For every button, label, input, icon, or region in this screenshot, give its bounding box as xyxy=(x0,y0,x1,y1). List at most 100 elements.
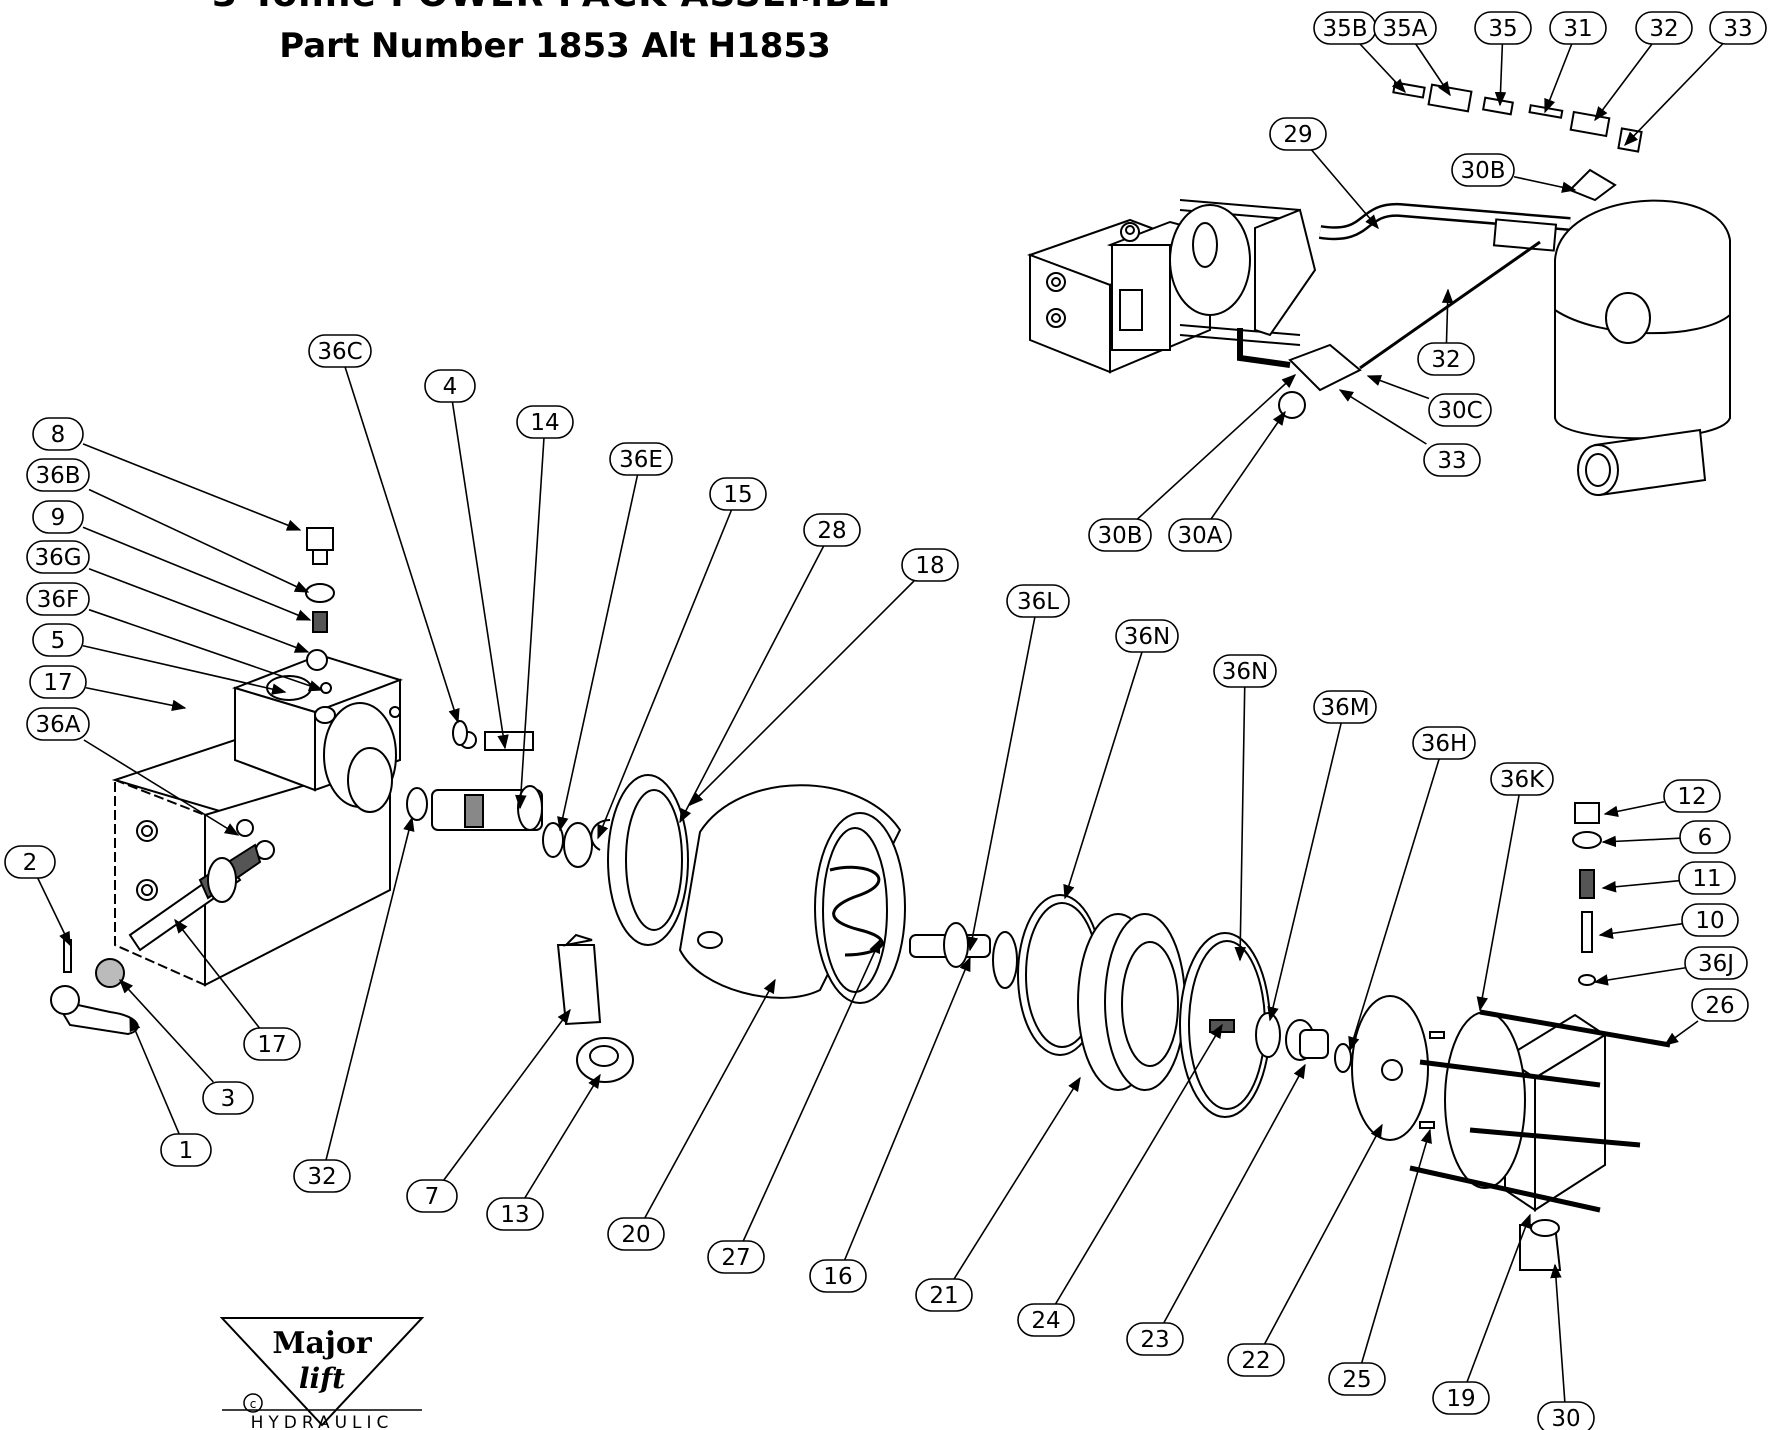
callout-outline xyxy=(809,1259,867,1293)
callout-outline xyxy=(1227,1343,1285,1377)
diagram-title: 3 Tonne POWER PACK ASSEMBLY xyxy=(0,0,1110,15)
callout-bubble: 27 xyxy=(707,1240,765,1274)
callout-label: 29 xyxy=(1283,122,1312,148)
leader-line xyxy=(1476,794,1520,1012)
leader-line xyxy=(1360,1128,1432,1364)
leader-line xyxy=(1466,1213,1531,1383)
leader-line xyxy=(1441,288,1454,344)
callout-outline xyxy=(1417,342,1475,376)
callout-bubble: 35B xyxy=(1313,11,1377,45)
callout-label: 28 xyxy=(817,518,846,544)
callout-outline xyxy=(26,707,90,741)
leader-lines xyxy=(36,43,1724,1403)
callout-label: 3 xyxy=(221,1086,236,1112)
callout-outline xyxy=(424,369,476,403)
leader-line xyxy=(1136,374,1297,520)
callout-label: 36M xyxy=(1320,695,1369,721)
leader-line xyxy=(1603,801,1665,818)
callout-bubble: 11 xyxy=(1678,861,1736,895)
callout-bubble: 22 xyxy=(1227,1343,1285,1377)
callout-bubble: 19 xyxy=(1432,1381,1490,1415)
callout-outline xyxy=(915,1278,973,1312)
part-number-heading: Part Number 1853 Alt H1853 xyxy=(279,26,831,66)
callout-label: 30C xyxy=(1437,398,1482,424)
leader-line xyxy=(1623,43,1724,147)
callout-label: 12 xyxy=(1677,784,1706,810)
callout-label: 32 xyxy=(307,1164,336,1190)
leader-line xyxy=(325,816,415,1161)
callout-outline xyxy=(1423,443,1481,477)
logo-word-hydraulic: HYDRAULIC xyxy=(251,1413,394,1430)
callout-label: 13 xyxy=(500,1202,529,1228)
callout-outline xyxy=(1269,117,1327,151)
callout-outline xyxy=(1490,762,1554,796)
callout-outline xyxy=(1313,690,1377,724)
leader-line xyxy=(344,366,460,724)
leader-line xyxy=(82,526,312,621)
callout-bubble: 35 xyxy=(1474,11,1532,45)
callout-bubble: 7 xyxy=(406,1179,458,1213)
leader-line xyxy=(1366,375,1430,400)
leader-line xyxy=(174,918,261,1029)
logo-word-major: Major xyxy=(272,1326,373,1361)
callout-bubble: 36G xyxy=(26,540,90,574)
callout-label: 16 xyxy=(823,1264,852,1290)
callout-outline xyxy=(1691,988,1749,1022)
leader-line xyxy=(679,545,825,824)
callout-outline xyxy=(1168,518,1232,552)
callout-label: 36K xyxy=(1500,767,1545,793)
callout-bubble: 18 xyxy=(901,548,959,582)
leader-line xyxy=(1544,43,1573,114)
callout-outline xyxy=(406,1179,458,1213)
callout-outline xyxy=(901,548,959,582)
leader-line xyxy=(1598,923,1683,939)
callout-bubble: 32 xyxy=(1635,11,1693,45)
callout-label: 36F xyxy=(37,587,80,613)
leader-line xyxy=(82,644,287,695)
callout-label: 4 xyxy=(443,374,458,400)
callout-outline xyxy=(243,1027,301,1061)
callout-bubble: 36A xyxy=(26,707,90,741)
leader-line xyxy=(129,1016,180,1135)
callout-label: 2 xyxy=(23,850,38,876)
leader-line xyxy=(1513,175,1577,193)
leader-line xyxy=(88,488,310,593)
callout-outline xyxy=(26,582,90,616)
callout-bubble: 16 xyxy=(809,1259,867,1293)
leader-line xyxy=(1594,43,1653,122)
callout-outline xyxy=(1681,903,1739,937)
copyright-symbol xyxy=(243,1393,263,1413)
leader-line xyxy=(88,568,310,653)
leader-line xyxy=(557,474,639,832)
callout-bubble: 9 xyxy=(32,500,84,534)
callout-outline xyxy=(32,623,84,657)
leader-line xyxy=(1054,1023,1223,1305)
callout-outline xyxy=(202,1081,254,1115)
callout-label: 36B xyxy=(35,463,80,489)
callout-outline xyxy=(160,1133,212,1167)
callout-label: 24 xyxy=(1031,1308,1060,1334)
leader-line xyxy=(524,1073,601,1199)
leader-line xyxy=(1359,43,1406,94)
callout-label: 7 xyxy=(425,1184,440,1210)
leader-line xyxy=(1234,686,1246,962)
callout-outline xyxy=(293,1159,351,1193)
callout-bubble: 14 xyxy=(516,405,574,439)
callout-outline xyxy=(4,845,56,879)
callout-bubble: 8 xyxy=(32,417,84,451)
callout-label: 27 xyxy=(721,1245,750,1271)
callout-outline xyxy=(1328,1362,1386,1396)
callout-bubble: 36C xyxy=(308,334,372,368)
callout-outline xyxy=(1017,1303,1075,1337)
leader-line xyxy=(1210,410,1286,520)
callout-outline xyxy=(1679,820,1731,854)
leader-line xyxy=(1663,1020,1699,1046)
callout-bubble: 3 xyxy=(202,1081,254,1115)
callout-bubble: 31 xyxy=(1549,11,1607,45)
callout-bubble: 6 xyxy=(1679,820,1731,854)
callout-outline xyxy=(1537,1401,1595,1430)
callout-label: 36L xyxy=(1017,589,1059,615)
callout-bubble: 12 xyxy=(1663,779,1721,813)
callout-outline xyxy=(707,1240,765,1274)
leader-line xyxy=(1593,967,1686,986)
